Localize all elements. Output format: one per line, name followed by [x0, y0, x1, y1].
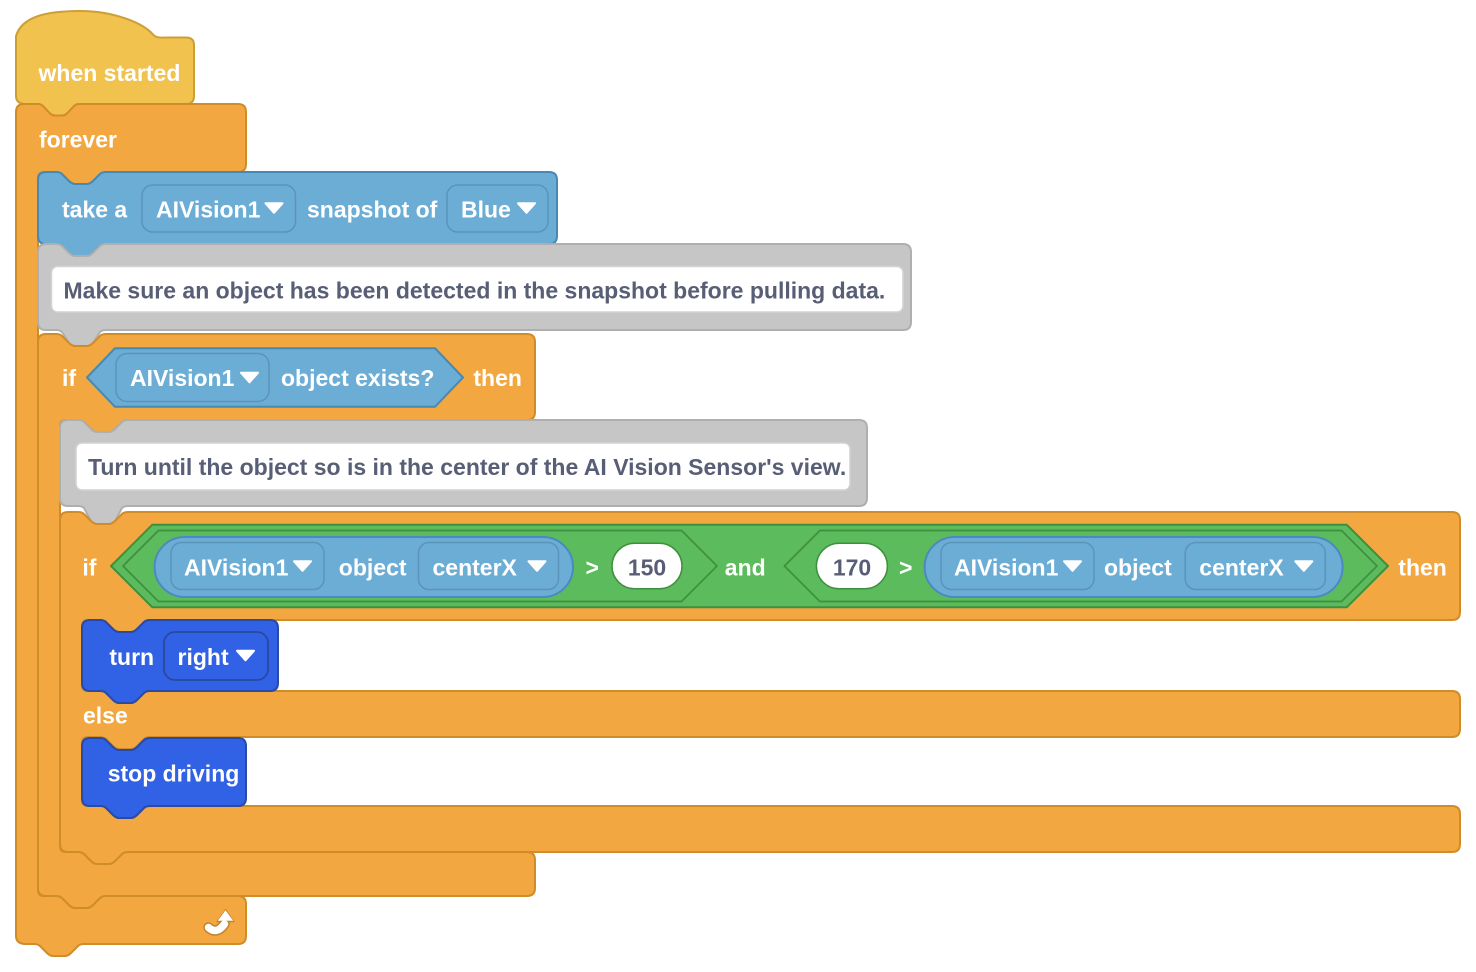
svg-text:right: right — [178, 644, 229, 670]
svg-text:Blue: Blue — [461, 197, 511, 223]
svg-text:object: object — [1104, 554, 1172, 580]
svg-text:then: then — [1398, 554, 1447, 580]
svg-text:>: > — [586, 554, 599, 580]
svg-text:Turn until the object so is in: Turn until the object so is in the cente… — [88, 454, 846, 480]
svg-text:when started: when started — [38, 60, 181, 86]
svg-text:centerX: centerX — [433, 554, 518, 580]
svg-text:object exists?: object exists? — [281, 365, 434, 391]
svg-text:object: object — [339, 554, 407, 580]
svg-text:if: if — [82, 554, 96, 580]
svg-text:170: 170 — [833, 554, 871, 580]
svg-text:and: and — [725, 554, 766, 580]
svg-text:take a: take a — [62, 197, 127, 223]
svg-text:AIVision1: AIVision1 — [156, 197, 261, 223]
svg-text:centerX: centerX — [1199, 554, 1284, 580]
svg-text:Make sure an object has been d: Make sure an object has been detected in… — [64, 278, 886, 304]
svg-text:AIVision1: AIVision1 — [184, 554, 289, 580]
svg-text:then: then — [473, 365, 522, 391]
svg-text:else: else — [83, 703, 128, 729]
svg-text:forever: forever — [39, 127, 117, 153]
svg-text:AIVision1: AIVision1 — [954, 554, 1059, 580]
svg-text:150: 150 — [628, 554, 666, 580]
svg-text:turn: turn — [109, 644, 154, 670]
svg-text:snapshot of: snapshot of — [307, 197, 438, 223]
svg-text:>: > — [899, 554, 912, 580]
svg-text:if: if — [62, 365, 76, 391]
svg-text:stop driving: stop driving — [108, 761, 240, 787]
svg-text:AIVision1: AIVision1 — [130, 365, 235, 391]
